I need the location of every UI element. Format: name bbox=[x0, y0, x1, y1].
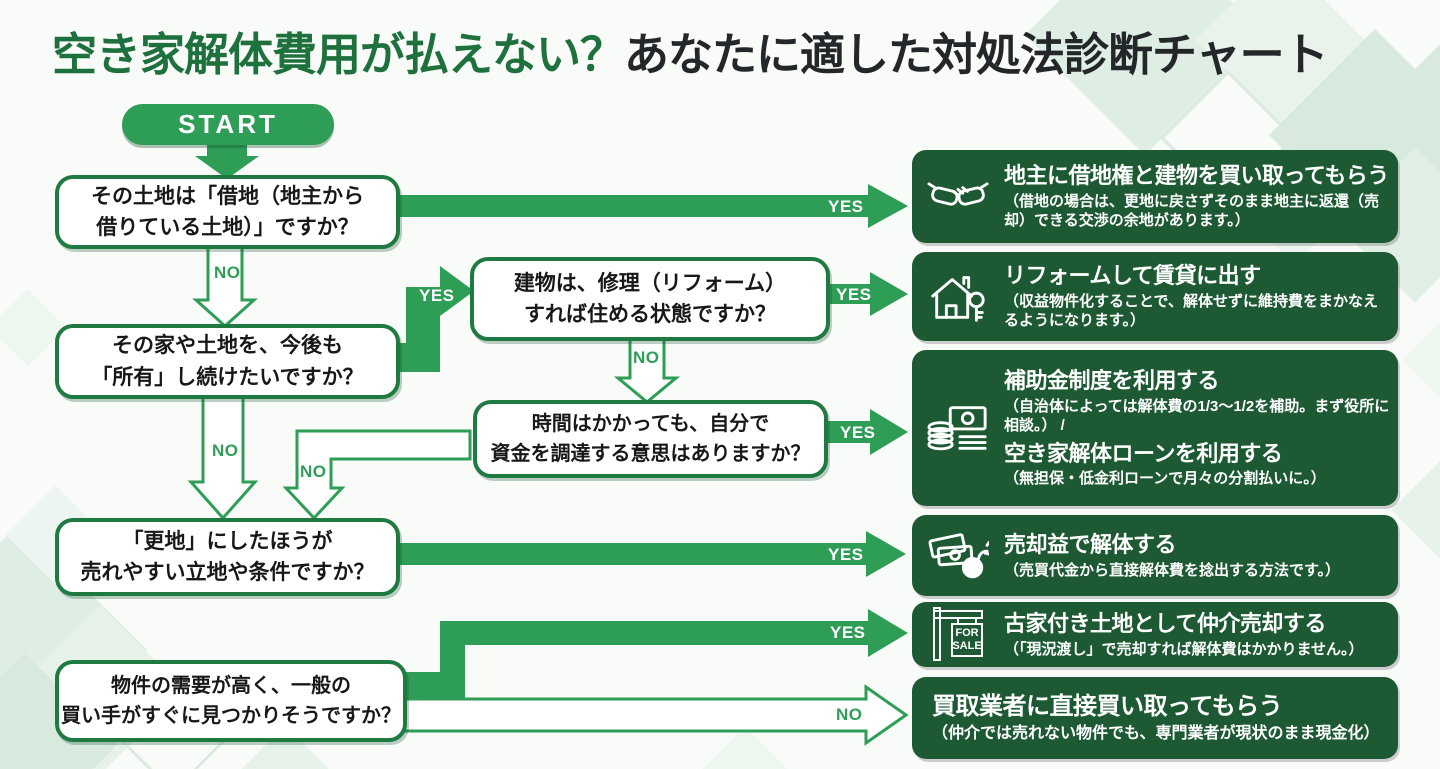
money-icon bbox=[912, 401, 1004, 455]
result-direct-buyer: 買取業者に直接買い取ってもらう （仲介では売れない物件でも、専門業者が現状のまま… bbox=[912, 677, 1398, 759]
yes-arrow-q1-r1 bbox=[395, 184, 908, 228]
result-subtitle: （無担保・低金利ローンで月々の分割払いに。） bbox=[1004, 470, 1326, 488]
result-title: 補助金制度を利用する bbox=[1004, 368, 1220, 394]
result-text: 古家付き土地として仲介売却する （「現況渡し」で売却すれば解体費はかかりません。… bbox=[1004, 610, 1398, 659]
result-title: 売却益で解体する bbox=[1004, 532, 1177, 557]
yes-label-q1-r1: YES bbox=[828, 197, 864, 216]
question-line: 時間はかかっても、自分で bbox=[531, 413, 770, 435]
no-label-q2-q5: NO bbox=[212, 441, 239, 460]
for-sale-sign-icon: FOR SALE bbox=[912, 606, 1004, 663]
question-vacant-lot: 「更地」にしたほうが 売れやすい立地や条件ですか？ bbox=[55, 518, 400, 596]
title-highlight: 空き家解体費用が払えない？ bbox=[52, 29, 625, 80]
yes-arrow-q3-r2 bbox=[825, 272, 908, 316]
start-node: START bbox=[122, 104, 334, 145]
yes-arrow-q2-q3 bbox=[440, 266, 474, 316]
question-self-funding: 時間はかかっても、自分で 資金を調達する意思はありますか？ bbox=[473, 400, 828, 478]
question-demand: 物件の需要が高く、一般の 買い手がすぐに見つかりそうですか？ bbox=[55, 660, 407, 742]
result-text: 地主に借地権と建物を買い取ってもらう （借地の場合は、更地に戻さずそのまま地主に… bbox=[1004, 162, 1398, 231]
no-label-q4-q5: NO bbox=[300, 462, 327, 481]
title-main: あなたに適した対処法診断チャート bbox=[624, 29, 1329, 80]
yes-label-q2-q3: YES bbox=[419, 286, 455, 305]
question-shakuchi: その土地は「借地（地主から 借りている土地）」ですか？ bbox=[55, 175, 400, 249]
question-line: その家や土地を、今後も bbox=[112, 334, 343, 357]
no-label-q6-r6: NO bbox=[836, 705, 863, 724]
result-subsidy-loan: 補助金制度を利用する （自治体によっては解体費の1/3〜1/2を補助。まず役所に… bbox=[912, 350, 1398, 506]
no-label-q1-q2: NO bbox=[214, 263, 241, 282]
result-option-subsidy: 補助金制度を利用する （自治体によっては解体費の1/3〜1/2を補助。まず役所に… bbox=[1004, 367, 1390, 436]
result-title: 買取業者に直接買い取ってもらう bbox=[932, 692, 1283, 720]
question-keep-owning: その家や土地を、今後も 「所有」し続けたいですか？ bbox=[55, 324, 400, 399]
yes-arrow-q5-r4 bbox=[395, 531, 906, 577]
arrow-start-down bbox=[195, 138, 259, 179]
handshake-icon bbox=[912, 174, 1004, 220]
question-line: すれば住める状態ですか？ bbox=[524, 303, 776, 326]
question-line: その土地は「借地（地主から bbox=[91, 184, 364, 208]
result-text: 売却益で解体する （売買代金から直接解体費を捻出する方法です。） bbox=[1004, 531, 1398, 580]
question-line: 買い手がすぐに見つかりそうですか？ bbox=[61, 705, 401, 727]
no-arrow-q1-q2 bbox=[192, 244, 258, 329]
yes-arrow-q6-r5 bbox=[452, 609, 908, 657]
result-sell-profit-demolish: 売却益で解体する （売買代金から直接解体費を捻出する方法です。） bbox=[912, 515, 1398, 596]
result-subtitle: （売買代金から直接解体費を捻出する方法です。） bbox=[1004, 561, 1341, 579]
result-subtitle: （「現況渡し」で売却すれば解体費はかかりません。） bbox=[1004, 640, 1364, 658]
for-sale-sign-text: FOR SALE bbox=[951, 622, 983, 657]
question-line: 資金を調達する意思はありますか？ bbox=[490, 443, 811, 465]
question-line: 売れやすい立地や条件ですか？ bbox=[80, 561, 375, 584]
result-title: 空き家解体ローンを利用する bbox=[1004, 440, 1283, 466]
no-arrow-q6-r6 bbox=[396, 684, 909, 746]
question-line: 「更地」にしたほうが bbox=[122, 529, 333, 553]
sign-text-line: SALE bbox=[952, 639, 982, 652]
result-reform-rent: リフォームして賃貸に出す （収益物件化することで、解体せずに維持費をまかなえるよ… bbox=[912, 252, 1398, 341]
money-bomb-icon bbox=[912, 529, 1004, 583]
no-arrow-q4-q5 bbox=[282, 429, 472, 521]
no-arrow-q2-q5 bbox=[187, 394, 259, 521]
sign-text-line: FOR bbox=[955, 627, 979, 640]
yes-label-q3-r2: YES bbox=[836, 285, 872, 304]
question-line: 「所有」し続けたいですか？ bbox=[91, 365, 364, 389]
result-landlord-buyback: 地主に借地権と建物を買い取ってもらう （借地の場合は、更地に戻さずそのまま地主に… bbox=[912, 150, 1398, 243]
result-subtitle: （借地の場合は、更地に戻さずそのまま地主に返還（売却）できる交渉の余地があります… bbox=[1004, 192, 1380, 230]
yes-label-q6-r5: YES bbox=[830, 623, 866, 642]
question-reform-livable: 建物は、修理（リフォーム） すれば住める状態ですか？ bbox=[470, 257, 830, 341]
result-title: 地主に借地権と建物を買い取ってもらう bbox=[1004, 163, 1389, 189]
sign-hook bbox=[957, 617, 959, 623]
result-title: リフォームして賃貸に出す bbox=[1004, 263, 1261, 289]
result-text: 補助金制度を利用する （自治体によっては解体費の1/3〜1/2を補助。まず役所に… bbox=[1004, 363, 1398, 493]
sign-post bbox=[933, 606, 941, 661]
result-text: 買取業者に直接買い取ってもらう （仲介では売れない物件でも、専門業者が現状のまま… bbox=[912, 692, 1398, 745]
yes-label-q5-r4: YES bbox=[828, 545, 864, 564]
yes-arrow-q2-q3 bbox=[406, 287, 440, 372]
result-text: リフォームして賃貸に出す （収益物件化することで、解体せずに維持費をまかなえるよ… bbox=[1004, 262, 1398, 331]
page-title: 空き家解体費用が払えない？あなたに適した対処法診断チャート bbox=[52, 18, 1329, 83]
result-option-loan: 空き家解体ローンを利用する （無担保・低金利ローンで月々の分割払いに。） bbox=[1004, 440, 1390, 489]
result-subtitle: （仲介では売れない物件でも、専門業者が現状のまま現金化） bbox=[932, 724, 1380, 742]
house-key-icon bbox=[912, 270, 1004, 324]
question-line: 借りている土地）」ですか？ bbox=[96, 216, 359, 239]
sign-hook bbox=[975, 617, 977, 623]
result-sell-with-house: FOR SALE 古家付き土地として仲介売却する （「現況渡し」で売却すれば解体… bbox=[912, 602, 1398, 667]
yes-arrow-q4-r3 bbox=[825, 409, 908, 455]
question-line: 建物は、修理（リフォーム） bbox=[513, 271, 787, 295]
no-label-q3-q4: NO bbox=[633, 348, 660, 367]
no-arrow-q3-q4 bbox=[613, 336, 681, 404]
result-title: 古家付き土地として仲介売却する bbox=[1004, 611, 1326, 636]
result-subtitle: （収益物件化することで、解体せずに維持費をまかなえるようになります。） bbox=[1004, 292, 1378, 330]
result-subtitle: （自治体によっては解体費の1/3〜1/2を補助。まず役所に相談。） / bbox=[1004, 397, 1390, 435]
yes-label-q4-r3: YES bbox=[840, 423, 876, 442]
question-line: 物件の需要が高く、一般の bbox=[111, 675, 351, 697]
